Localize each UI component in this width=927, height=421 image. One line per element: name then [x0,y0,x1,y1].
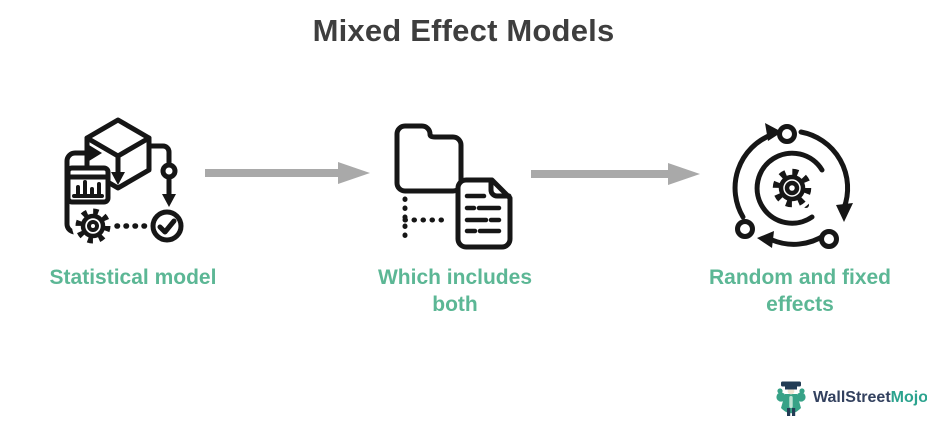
wallstreetmojo-logo: WallStreetMojo [774,379,927,417]
step-label-random-fixed-effects: Random and fixed effects [708,266,892,316]
step-label-which-includes-both: Which includes both [377,266,532,316]
right-arrow-icon [205,162,370,184]
right-arrow-icon [531,163,700,185]
wallstreetmojo-mascot-icon [776,381,806,416]
page-title: Mixed Effect Models [312,13,615,48]
logo-wordmark: WallStreetMojo [813,389,927,407]
logo-text-secondary: Mojo [890,389,927,406]
step-label-statistical-model: Statistical model [49,266,217,289]
folder-and-document-icon [394,123,513,250]
statistical-model-icon [64,117,184,247]
gear-cycle-icon [732,123,853,249]
logo-text-primary: WallStreet [813,389,891,406]
